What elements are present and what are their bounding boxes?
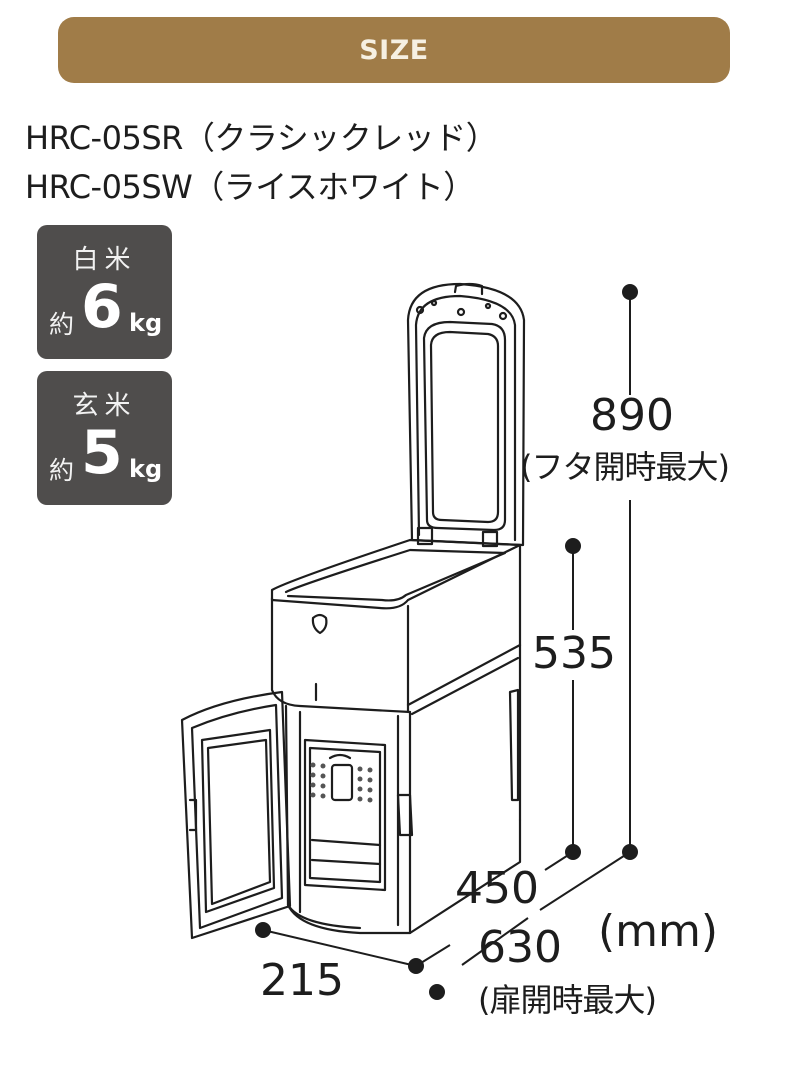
- badge-unit: kg: [129, 455, 163, 483]
- badge-kind: 玄米: [72, 391, 137, 421]
- section-title: SIZE: [359, 34, 429, 66]
- capacity-badge-white-rice: 白米 約 6 kg: [37, 225, 172, 359]
- dimension-height: 535: [532, 628, 616, 679]
- open-door: [180, 690, 292, 940]
- dimension-dots: [255, 284, 638, 1000]
- control-panel-dots: [310, 762, 373, 803]
- upper-body: [270, 538, 522, 822]
- dimension-height-lid-open-note: (フタ開時最大): [520, 448, 730, 486]
- badge-approx: 約: [49, 310, 75, 339]
- dimension-depth: 450: [455, 863, 539, 914]
- dimension-depth-door-open: 630: [478, 922, 562, 973]
- model-label-white: HRC-05SW（ライスホワイト）: [25, 168, 475, 206]
- badge-unit: kg: [129, 309, 163, 337]
- dimension-lines: [262, 292, 631, 968]
- capacity-badge-brown-rice: 玄米 約 5 kg: [37, 371, 172, 505]
- model-label-red: HRC-05SR（クラシックレッド）: [25, 119, 498, 157]
- dimension-depth-door-open-note: (扉開時最大): [478, 981, 657, 1019]
- badge-value: 5: [81, 418, 123, 488]
- badge-kind: 白米: [72, 245, 137, 275]
- dimension-unit: (mm): [598, 906, 719, 957]
- badge-approx: 約: [49, 456, 75, 485]
- lower-body: [284, 688, 522, 935]
- badge-value: 6: [81, 272, 123, 342]
- dimension-height-lid-open: 890: [590, 390, 674, 441]
- open-lid: [406, 282, 526, 548]
- dimension-width: 215: [260, 955, 344, 1006]
- section-header-bar: SIZE: [58, 17, 730, 83]
